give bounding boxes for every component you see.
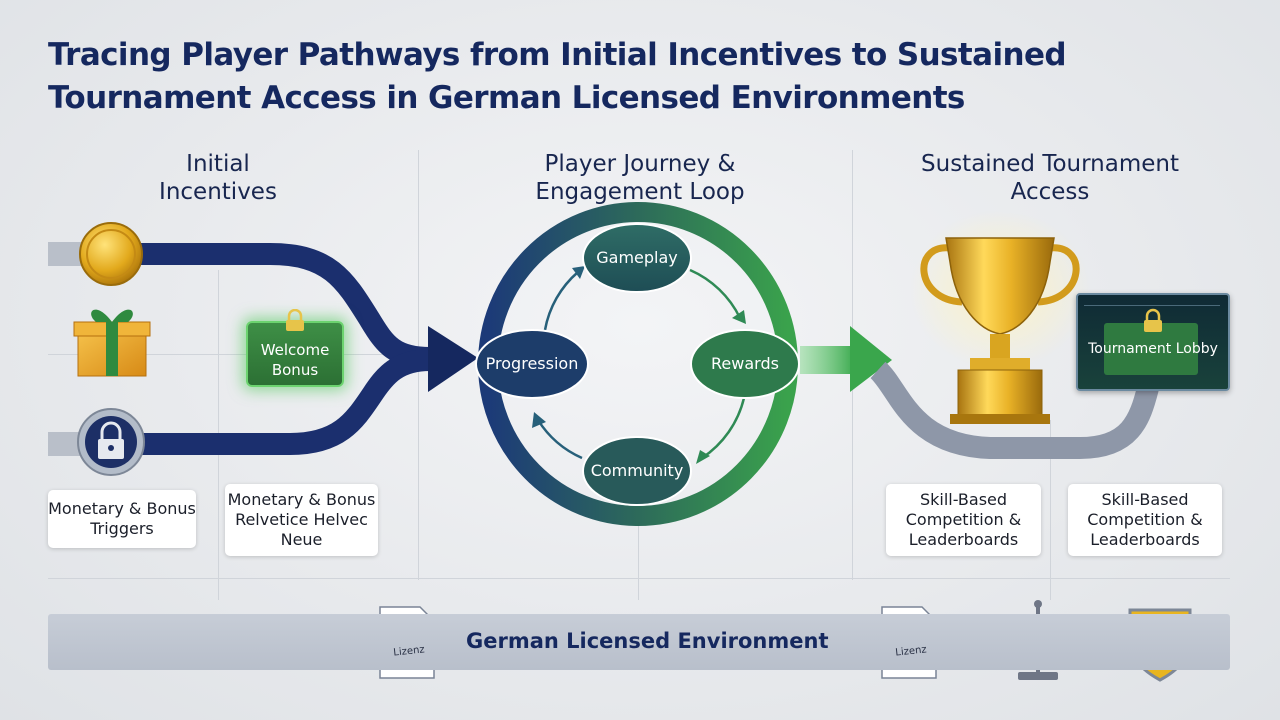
loop-arrow-head xyxy=(532,412,546,428)
loop-arrow-head xyxy=(696,450,710,464)
trophy-icon xyxy=(910,210,1090,424)
loop-arrow-head xyxy=(572,266,585,279)
tournament-lobby-screen: Tournament Lobby xyxy=(1076,293,1230,391)
node-gameplay xyxy=(582,223,692,293)
padlock-icon xyxy=(286,309,304,331)
column-heading-tournament-access: Sustained Tournament Access xyxy=(921,151,1179,205)
divider-line xyxy=(48,354,428,355)
card-skill-based-competition: Skill-Based Competition & Leaderboards xyxy=(1068,484,1222,556)
lower-pathway xyxy=(110,349,431,455)
node-label-community: Community xyxy=(590,461,684,480)
tournament-lobby-label: Tournament Lobby xyxy=(1088,341,1218,357)
banner-label: German Licensed Environment xyxy=(466,629,829,653)
loop-arrow xyxy=(543,271,579,331)
loop-arrow-head xyxy=(732,310,746,324)
node-label-rewards: Rewards xyxy=(711,354,779,373)
card-monetary-bonus-triggers: Monetary & Bonus Triggers xyxy=(48,490,196,548)
upper-pathway xyxy=(110,243,431,369)
column-heading-engagement-loop: Player Journey & Engagement Loop xyxy=(535,151,745,205)
node-label-progression: Progression xyxy=(485,354,579,373)
card-text: Skill-Based Competition & Leaderboards xyxy=(1087,490,1203,549)
welcome-bonus-label: Welcome Bonus xyxy=(260,341,330,379)
column-heading-initial-incentives: Initial Incentives xyxy=(159,151,277,205)
node-rewards xyxy=(690,329,800,399)
loop-arrow xyxy=(701,397,746,460)
card-text: Monetary & Bonus Relvetice Helvec Neue xyxy=(227,490,376,549)
green-arrowhead xyxy=(850,326,892,392)
card-text: Monetary & Bonus Triggers xyxy=(48,499,196,538)
node-community xyxy=(582,436,692,506)
padlock-icon xyxy=(1144,308,1162,332)
merge-arrowhead xyxy=(428,326,478,392)
coin-icon xyxy=(79,222,143,286)
lobby-topbar xyxy=(1084,299,1220,306)
gift-icon xyxy=(73,309,151,377)
tournament-pathway xyxy=(870,361,1159,459)
padlock-icon xyxy=(77,408,145,476)
card-monetary-bonus-relvetice: Monetary & Bonus Relvetice Helvec Neue xyxy=(225,484,378,556)
green-arrow-shaft xyxy=(800,346,856,374)
divider-line xyxy=(48,578,1230,579)
loop-arrow xyxy=(689,268,742,319)
node-progression xyxy=(475,329,589,399)
card-text: Skill-Based Competition & Leaderboards xyxy=(905,490,1022,549)
card-skill-based-competition: Skill-Based Competition & Leaderboards xyxy=(886,484,1041,556)
page-title: Tracing Player Pathways from Initial Inc… xyxy=(48,37,1067,116)
welcome-bonus-badge: Welcome Bonus xyxy=(246,309,344,387)
node-label-gameplay: Gameplay xyxy=(596,248,678,267)
divider-line xyxy=(638,480,639,600)
divider-line xyxy=(1050,420,1051,600)
licensed-environment-banner xyxy=(48,614,1230,670)
loop-arrow xyxy=(536,419,583,460)
